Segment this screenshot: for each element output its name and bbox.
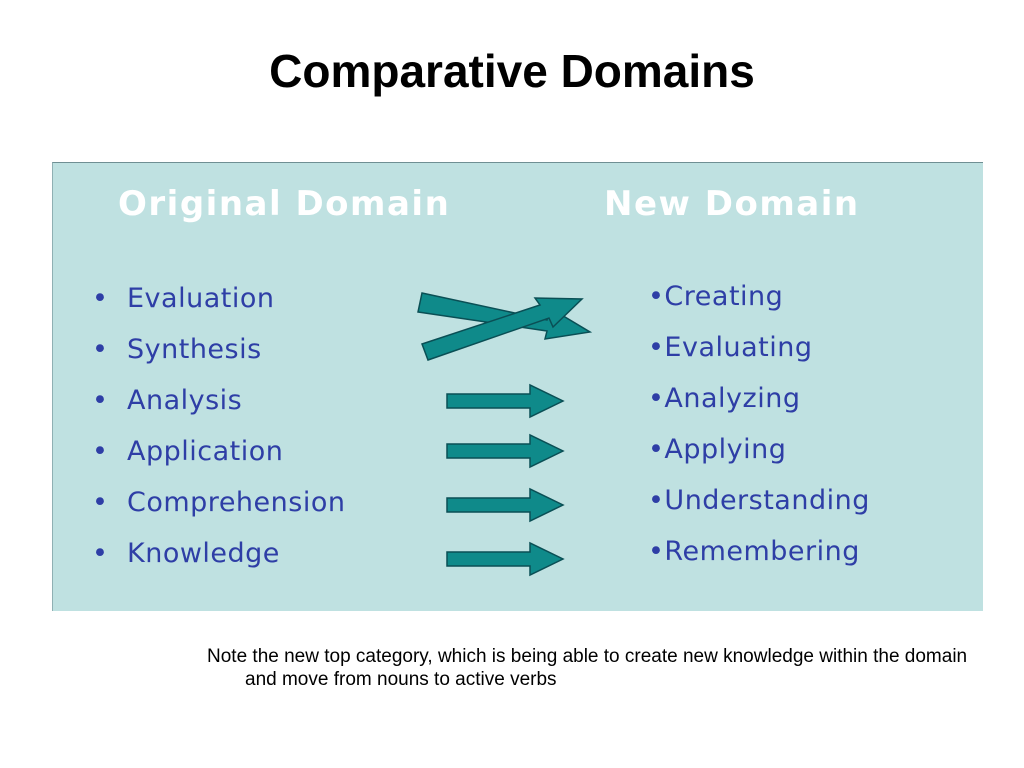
original-item-label: Evaluation (127, 283, 275, 314)
bullet-glyph: • (92, 385, 109, 416)
slide-title: Comparative Domains (269, 45, 755, 97)
original-item-label: Analysis (127, 385, 243, 416)
new-item-label: •Understanding (648, 485, 870, 516)
original-item: • Comprehension (92, 487, 345, 538)
original-item-label: Comprehension (127, 487, 346, 518)
bullet-glyph: • (92, 538, 109, 569)
domain-comparison-panel (52, 162, 983, 611)
bullet-glyph: • (92, 334, 109, 365)
original-item: • Application (92, 436, 345, 487)
original-item: • Evaluation (92, 283, 345, 334)
original-item: • Synthesis (92, 334, 345, 385)
new-domain-heading: New Domain (604, 184, 860, 224)
original-item: • Knowledge (92, 538, 345, 589)
original-item-label: Application (127, 436, 284, 467)
slide-note: Note the new top category, which is bein… (207, 646, 968, 690)
bullet-glyph: • (92, 487, 109, 518)
new-item-label: •Applying (648, 434, 787, 465)
new-item-label: •Creating (648, 281, 784, 312)
original-domain-list: • Evaluation • Synthesis • Analysis • Applic… (92, 283, 345, 589)
new-domain-list: •Creating •Evaluating •Analyzing •Applyi… (648, 281, 870, 587)
original-domain-heading: Original Domain (118, 184, 451, 224)
arrow-comprehension-to-understanding (446, 487, 565, 523)
new-item-label: •Remembering (648, 536, 860, 567)
new-item-label: •Evaluating (648, 332, 813, 363)
bullet-glyph: • (92, 436, 109, 467)
bullet-glyph: • (92, 283, 109, 314)
original-item-label: Knowledge (127, 538, 280, 569)
new-item-label: •Analyzing (648, 383, 801, 414)
original-item-label: Synthesis (127, 334, 262, 365)
arrow-application-to-applying (446, 433, 565, 469)
arrow-synthesis-to-creating (421, 297, 584, 361)
arrow-analysis-to-analyzing (446, 383, 565, 419)
original-item: • Analysis (92, 385, 345, 436)
arrow-knowledge-to-remembering (446, 541, 565, 577)
